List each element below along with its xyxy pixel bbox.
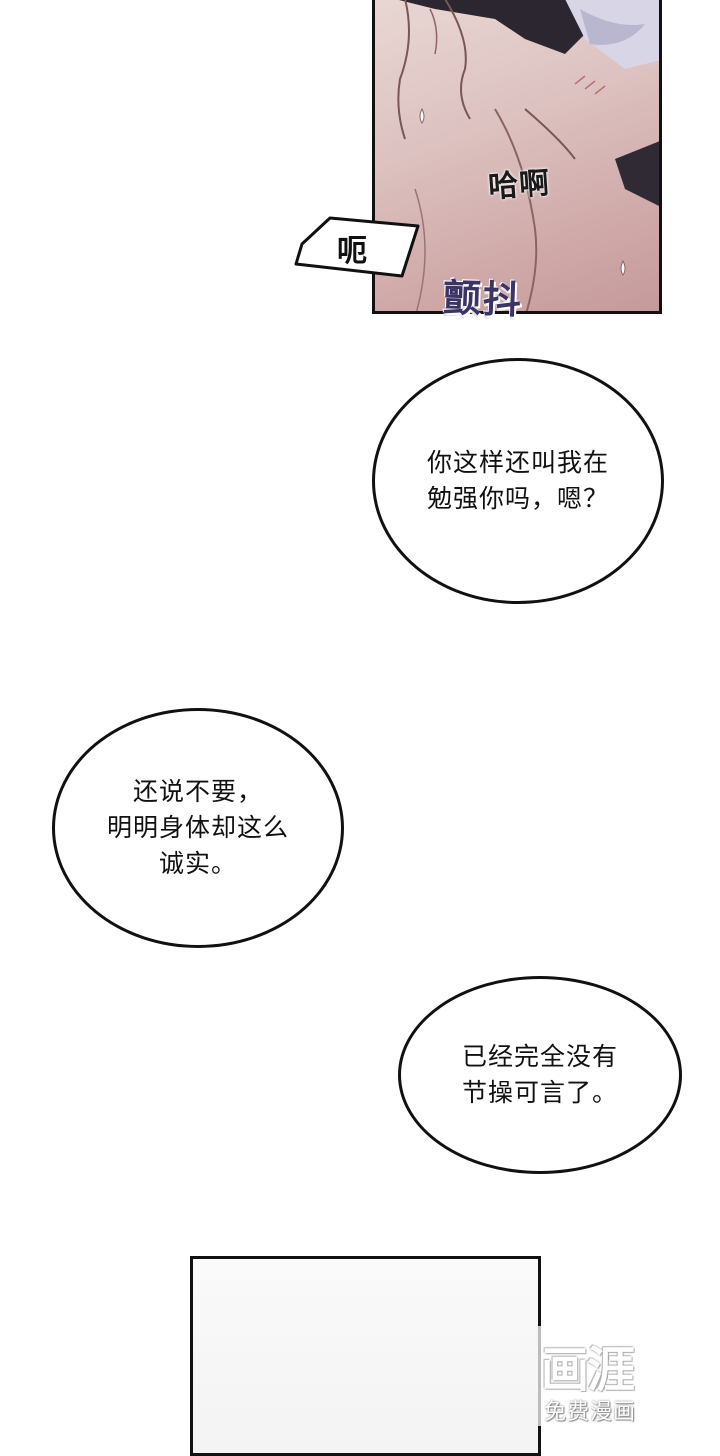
speech-bubble-3: 已经完全没有 节操可言了。 [398,976,682,1174]
neck-line [494,108,538,311]
shout-bubble [294,216,420,278]
hair-shape [399,0,590,54]
finger-line [429,8,438,55]
bottom-comic-panel [190,1256,541,1456]
speech-bubble-2: 还说不要， 明明身体却这么 诚实。 [52,708,344,948]
sfx-tremble-text: 颤抖 [442,275,524,323]
body-line [414,188,426,311]
blush-lines [574,75,606,95]
speech-bubble-text: 还说不要， 明明身体却这么 诚实。 [106,777,289,878]
sweat-drop-icon [419,107,425,124]
finger-line [397,0,410,140]
watermark-caption: 免费漫画 [544,1400,637,1425]
speech-bubble-1: 你这样还叫我在 勉强你吗，嗯？ [372,358,664,604]
hair-strand-shape [580,9,645,45]
speech-bubble-text: 你这样还叫我在 勉强你吗，嗯？ [426,448,609,513]
clothing-shape [615,141,659,206]
watermark-backdrop [538,1326,662,1426]
sfx-uh-text: 呃 [337,234,367,269]
top-comic-panel [372,0,662,314]
sweat-drop-icon [620,259,626,276]
collar-line [524,108,576,160]
panel-artwork [397,0,659,311]
watermark-logo: 画涯 [541,1342,635,1398]
finger-line [444,0,471,120]
speech-bubble-text: 已经完全没有 节操可言了。 [461,1042,618,1107]
sfx-gasp-text: 哈啊 [487,165,552,206]
